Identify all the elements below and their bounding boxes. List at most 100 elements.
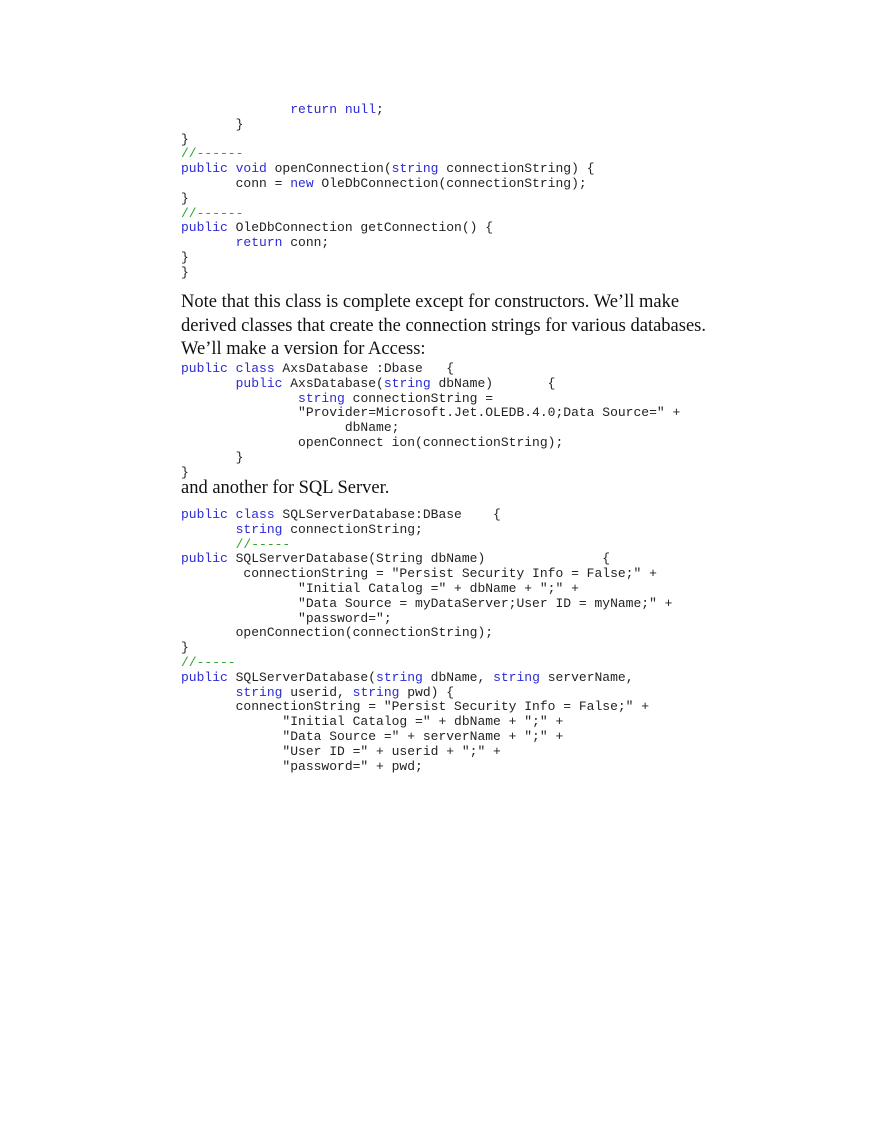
paragraph-access-intro: Note that this class is complete except … xyxy=(181,291,801,362)
paragraph-sql-server-intro: and another for SQL Server. xyxy=(181,477,801,501)
code-text: dbName) { xyxy=(430,375,556,391)
code-text: "User ID =" + userid + ";" + xyxy=(181,743,501,759)
code-text xyxy=(181,522,236,537)
code-text xyxy=(181,391,298,406)
code-line: } xyxy=(181,640,672,656)
code-text xyxy=(181,537,236,552)
code-keyword: string xyxy=(235,684,283,700)
code-line: public OleDbConnection getConnection() { xyxy=(181,220,595,236)
code-text: connectionString = xyxy=(344,390,494,406)
code-text: "Initial Catalog =" + dbName + ";" + xyxy=(181,714,564,730)
code-text: ; xyxy=(376,102,384,117)
code-text: pwd) { xyxy=(399,684,455,700)
code-line: } xyxy=(181,464,680,481)
code-keyword: string xyxy=(298,390,345,406)
code-line: string connectionString = xyxy=(181,390,680,407)
code-keyword: public class xyxy=(181,361,275,376)
code-text: "Initial Catalog =" + dbName + ";" + xyxy=(181,580,579,596)
code-keyword: string xyxy=(235,521,283,537)
code-line: conn = new OleDbConnection(connectionStr… xyxy=(181,175,595,192)
code-text: openConnection(connectionString); xyxy=(181,625,494,641)
code-text: connectionString = "Persist Security Inf… xyxy=(181,566,657,582)
code-block-dbase-methods: return null; }}//------public void openC… xyxy=(181,102,595,281)
code-line: } xyxy=(181,250,595,266)
code-line: return conn; xyxy=(181,235,595,251)
code-text: } xyxy=(181,449,244,465)
code-text: dbName, xyxy=(422,669,494,685)
code-keyword: public xyxy=(181,551,228,567)
code-line: //----- xyxy=(181,655,672,671)
code-keyword: public xyxy=(181,220,228,236)
code-line: connectionString = "Persist Security Inf… xyxy=(181,699,672,715)
code-text xyxy=(181,235,236,250)
code-text: "password=" + pwd; xyxy=(181,758,423,774)
code-line: } xyxy=(181,190,595,207)
code-text: } xyxy=(181,264,189,280)
code-text: AxsDatabase( xyxy=(282,375,384,391)
code-line: "Initial Catalog =" + dbName + ";" + xyxy=(181,714,672,730)
code-keyword: public xyxy=(235,375,283,391)
code-text: } xyxy=(181,464,189,480)
code-line: "Data Source = myDataServer;User ID = my… xyxy=(181,595,673,612)
code-text: "Data Source = myDataServer;User ID = my… xyxy=(181,595,673,611)
code-line: "Data Source =" + serverName + ";" + xyxy=(181,728,672,745)
code-line: public AxsDatabase(string dbName) { xyxy=(181,375,680,392)
code-comment: //------ xyxy=(181,146,244,162)
code-text: connectionString; xyxy=(282,521,423,537)
paragraph-line: We’ll make a version for Access: xyxy=(181,339,426,359)
code-line: } xyxy=(181,449,680,466)
code-line: "password=" + pwd; xyxy=(181,758,672,775)
code-text: AxsDatabase :Dbase { xyxy=(274,361,455,376)
code-text: } xyxy=(181,190,189,206)
paragraph-line: derived classes that create the connecti… xyxy=(181,315,707,336)
code-keyword: string xyxy=(376,669,423,685)
paragraph-line: and another for SQL Server. xyxy=(181,478,390,498)
code-block-sql-server-database: public class SQLServerDatabase:DBase { s… xyxy=(181,507,673,775)
code-line: "Provider=Microsoft.Jet.OLEDB.4.0;Data S… xyxy=(181,405,681,421)
code-text: } xyxy=(181,640,189,656)
code-line: public SQLServerDatabase(string dbName, … xyxy=(181,669,672,686)
code-line: "Initial Catalog =" + dbName + ";" + xyxy=(181,580,672,597)
code-line: //------ xyxy=(181,146,595,162)
code-text: SQLServerDatabase(String dbName) { xyxy=(227,551,611,567)
code-line: "User ID =" + userid + ";" + xyxy=(181,743,672,760)
code-line: openConnect ion(connectionString); xyxy=(181,435,680,451)
code-line: //----- xyxy=(181,536,672,553)
code-text: "password="; xyxy=(181,610,392,626)
code-keyword: public xyxy=(181,669,228,685)
code-text: "Data Source =" + serverName + ";" + xyxy=(181,728,564,744)
code-text: "Provider=Microsoft.Jet.OLEDB.4.0;Data S… xyxy=(181,405,681,421)
code-line: public class SQLServerDatabase:DBase { xyxy=(181,507,672,523)
code-keyword: string xyxy=(493,669,540,685)
code-comment: //----- xyxy=(235,536,291,552)
code-line: public SQLServerDatabase(String dbName) … xyxy=(181,551,672,567)
code-keyword: return null xyxy=(290,102,377,117)
code-keyword: public void xyxy=(181,161,267,177)
code-text: OleDbConnection getConnection() { xyxy=(227,220,494,236)
code-line: public class AxsDatabase :Dbase { xyxy=(181,361,680,377)
code-text: connectionString = "Persist Security Inf… xyxy=(181,699,650,715)
code-text: conn = xyxy=(181,175,291,191)
code-line: openConnection(connectionString); xyxy=(181,625,672,641)
code-text: userid, xyxy=(282,684,353,700)
code-line: "password="; xyxy=(181,610,672,627)
code-keyword: public class xyxy=(181,507,275,522)
code-text: SQLServerDatabase:DBase { xyxy=(274,507,501,522)
code-text xyxy=(181,685,236,700)
code-text: openConnection( xyxy=(266,161,392,177)
code-text: conn; xyxy=(282,235,330,251)
code-text: dbName; xyxy=(181,420,400,436)
code-line: string connectionString; xyxy=(181,521,672,538)
code-line: } xyxy=(181,264,595,281)
code-line: string userid, string pwd) { xyxy=(181,684,672,701)
code-line: //------ xyxy=(181,205,595,222)
code-text: OleDbConnection(connectionString); xyxy=(313,175,587,191)
code-comment: //------ xyxy=(181,205,244,221)
code-text: } xyxy=(181,116,244,132)
code-line: } xyxy=(181,132,595,148)
code-text: SQLServerDatabase( xyxy=(227,669,377,685)
code-text: serverName, xyxy=(539,669,634,685)
code-line: return null; xyxy=(181,102,595,118)
code-block-axs-database: public class AxsDatabase :Dbase { public… xyxy=(181,361,681,481)
code-keyword: string xyxy=(391,161,439,177)
